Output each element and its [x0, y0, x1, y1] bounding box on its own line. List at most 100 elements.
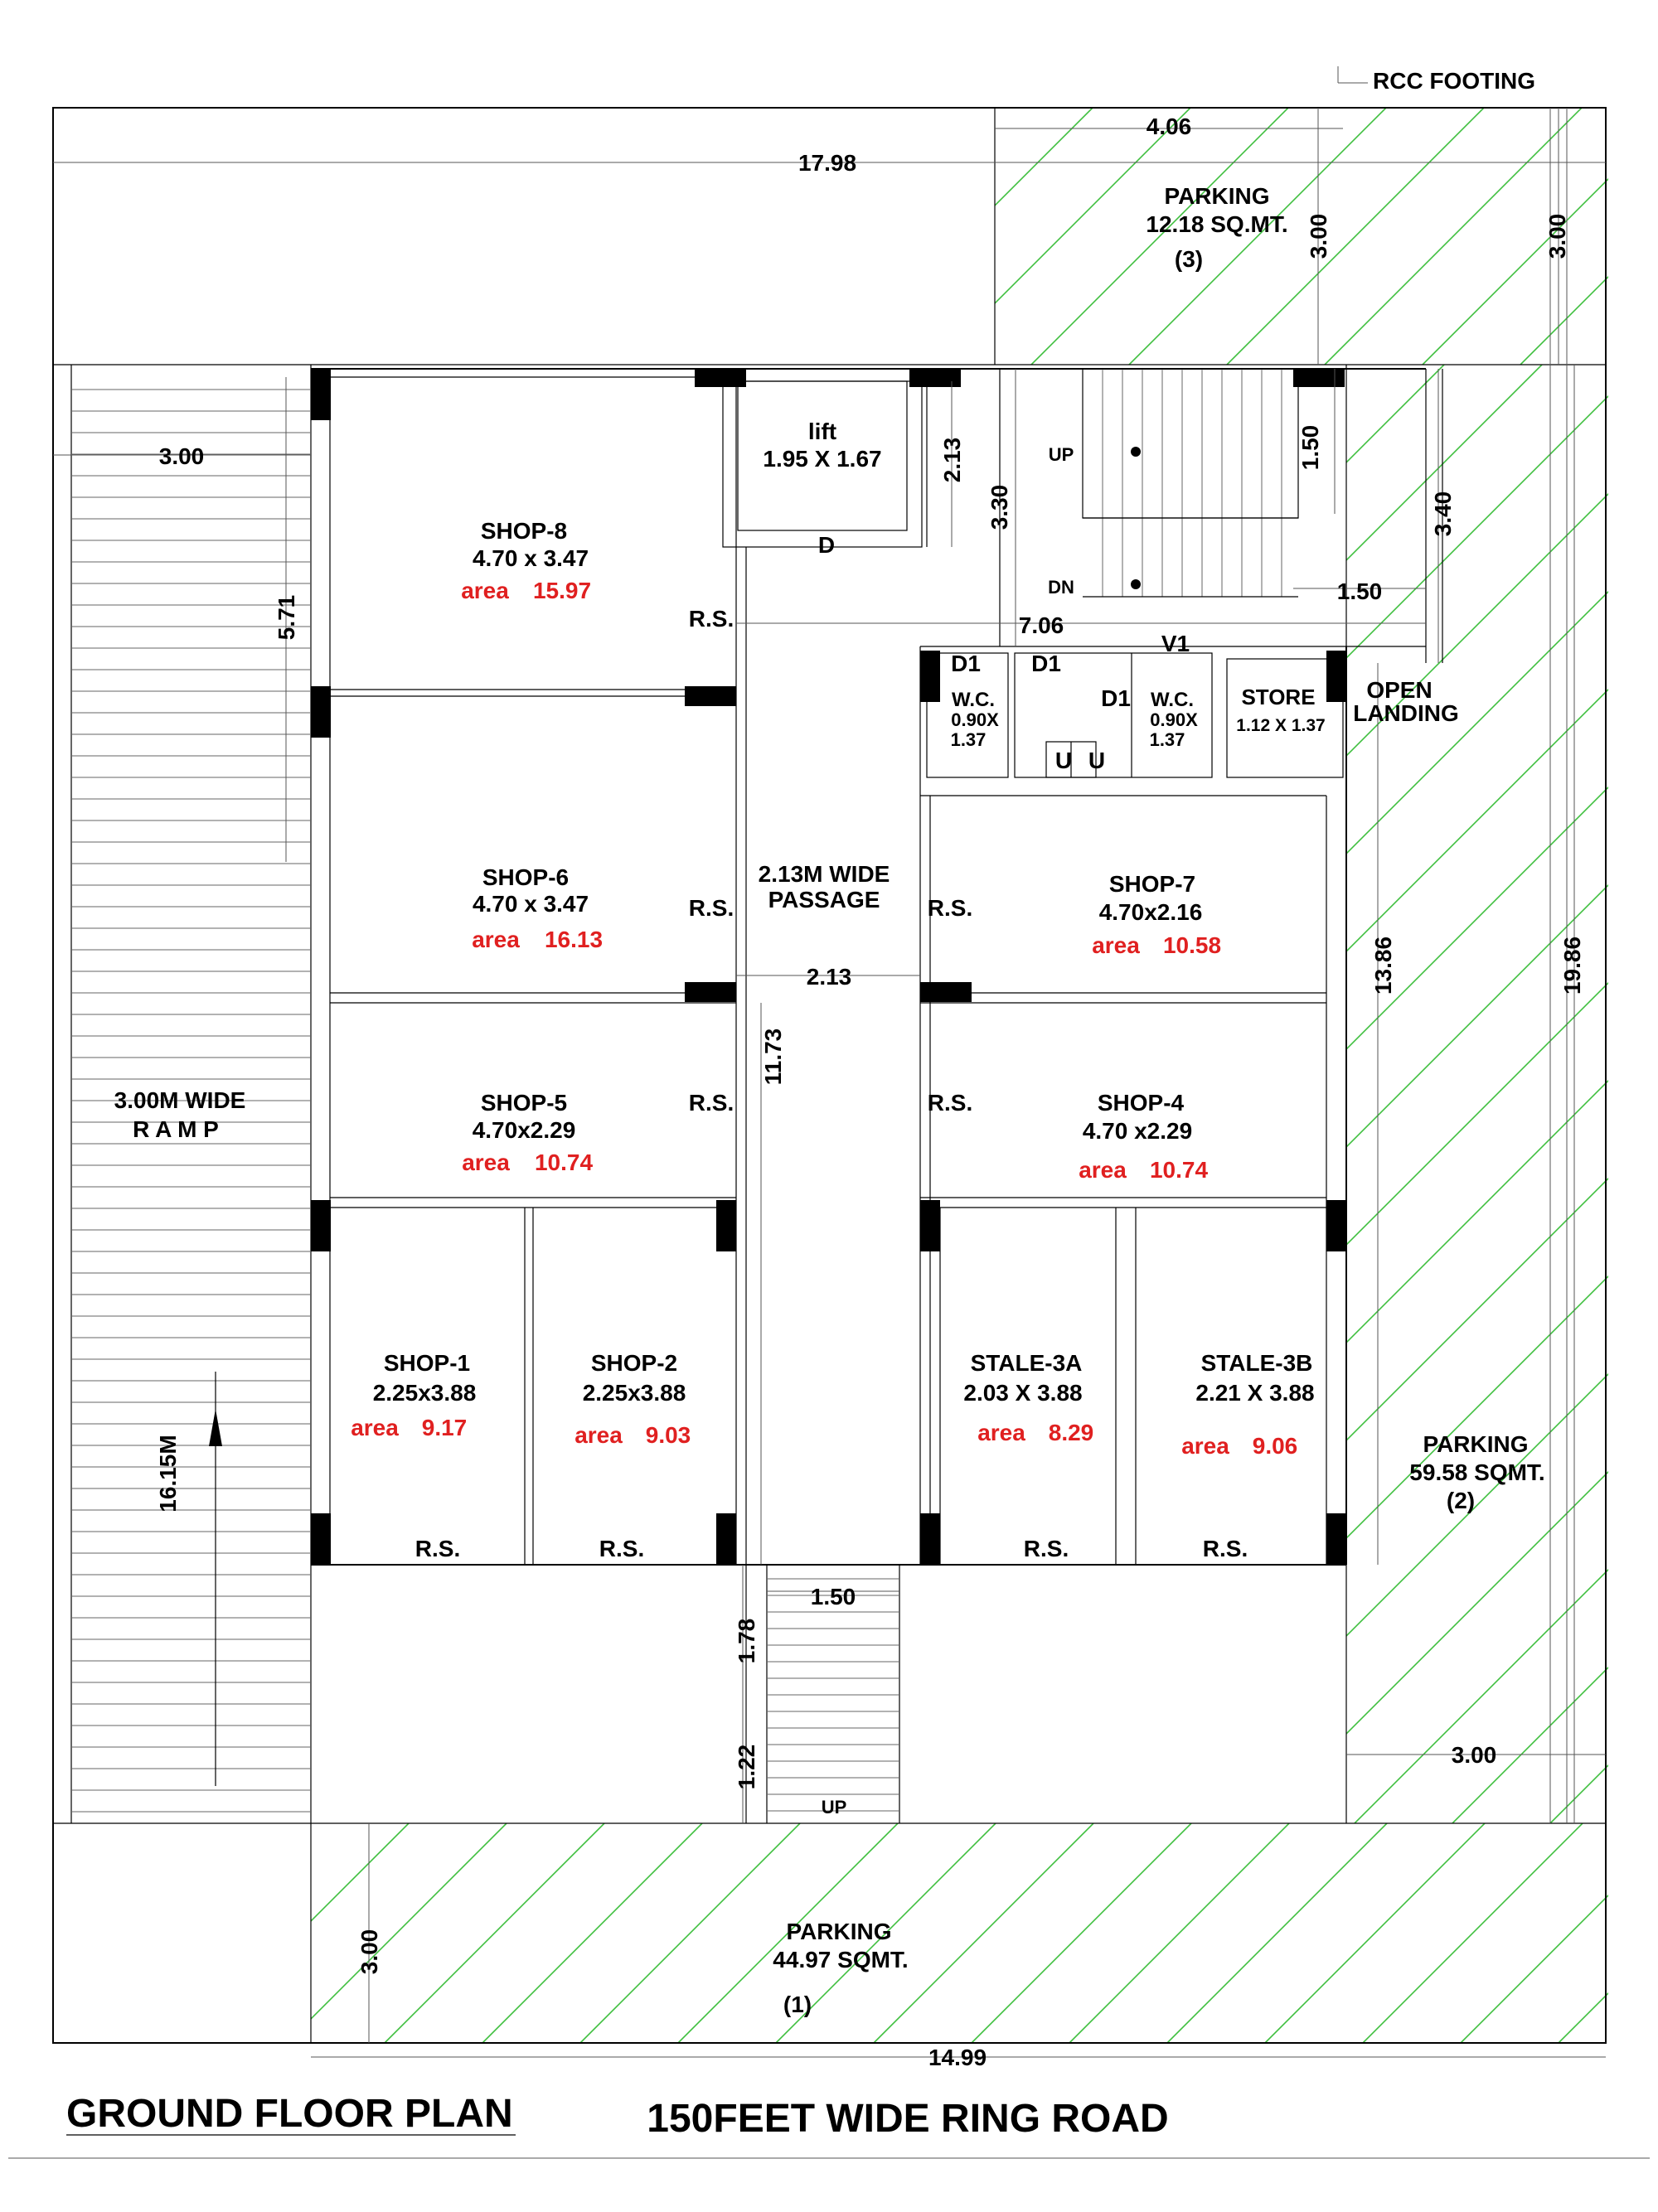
ramp-line1: 3.00M WIDE [114, 1087, 246, 1113]
hatch-line [1618, 108, 1658, 365]
dimension-2-13-lift: 2.13 [939, 438, 965, 483]
wc1-door-label: D1 [951, 651, 981, 676]
dimension-1-50-steps: 1.50 [811, 1584, 856, 1609]
stale-3a-rs-label: R.S. [1024, 1536, 1069, 1561]
hatch-line [1069, 1823, 1290, 2043]
dimension-3-40: 3.40 [1430, 491, 1456, 537]
hatch-line [677, 1823, 899, 2043]
hatch-line [482, 1823, 703, 2043]
parking-3-area: 12.18 SQ.MT. [1146, 211, 1287, 237]
hatch-line [971, 1823, 1192, 2043]
hatch-line [1346, 981, 1608, 1246]
hatch-line [311, 1823, 312, 1825]
parking-3-hatch [995, 108, 1658, 365]
shop-4-size: 4.70 x2.29 [1083, 1118, 1192, 1144]
hatch-line [1558, 1992, 1608, 2043]
shop-1-rs-label: R.S. [415, 1536, 460, 1561]
dimension-2-13-passage: 2.13 [807, 964, 852, 990]
drawing-title: GROUND FLOOR PLAN [66, 2092, 513, 2136]
staircase [1102, 369, 1282, 597]
dimension-3-00-ramp: 3.00 [159, 443, 205, 469]
dimension-3-30: 3.30 [987, 485, 1012, 530]
front-steps [767, 1578, 899, 1812]
shop-1-area-label: area [351, 1415, 399, 1440]
lift-name: lift [808, 419, 836, 444]
ramp-arrow-icon [209, 1409, 222, 1446]
urinal-door-label: D1 [1031, 651, 1061, 676]
shop-8-area-value: 15.97 [533, 578, 591, 603]
hatch-line [1226, 108, 1485, 365]
dimension-3-00-parking3: 3.00 [1306, 214, 1331, 259]
dimension-5-71: 5.71 [274, 595, 299, 641]
shop-8-name: SHOP-8 [481, 518, 567, 544]
dimension-17-98: 17.98 [798, 150, 856, 176]
building-walls [311, 368, 1443, 1823]
hatch-line [1264, 1823, 1486, 2043]
shop-8-rs-label: R.S. [689, 606, 734, 632]
store-size: 1.12 X 1.37 [1236, 716, 1325, 735]
hatch-line [311, 1823, 507, 2021]
shop-2-rs-label: R.S. [599, 1536, 644, 1561]
hatch-line [1346, 883, 1608, 1149]
shop-2-size: 2.25x3.88 [583, 1380, 686, 1406]
rcc-footing-label: RCC FOOTING [1373, 68, 1535, 94]
dimension-14-99: 14.99 [928, 2045, 987, 2070]
dimension-3-00-parking2: 3.00 [1452, 1742, 1497, 1768]
wc2-width: 0.90X [1150, 709, 1198, 730]
stale-3a-area-value: 8.29 [1049, 1420, 1094, 1445]
stair-down-label: DN [1048, 577, 1074, 598]
hatch-line [1362, 1823, 1583, 2043]
hatch-line [1324, 108, 1583, 365]
shop-2-area-label: area [574, 1422, 623, 1448]
dimension-11-73: 11.73 [760, 1029, 786, 1086]
ramp [70, 365, 312, 1823]
dimension-19-86: 19.86 [1559, 937, 1585, 995]
dimension-7-06: 7.06 [1019, 612, 1064, 638]
open-landing-line1: OPEN [1366, 677, 1432, 703]
stale-3b-name: STALE-3B [1201, 1350, 1313, 1376]
shop-4-name: SHOP-4 [1098, 1090, 1185, 1116]
hatch-line [1460, 1894, 1608, 2043]
vent-label: V1 [1161, 631, 1190, 656]
shop-7-rs-label: R.S. [928, 895, 972, 921]
shop-8-area-label: area [461, 578, 509, 603]
shop-5-area-value: 10.74 [535, 1150, 593, 1175]
stair-up-dot-icon [1131, 447, 1141, 457]
lift-door-label: D [818, 532, 835, 558]
stale-3b-size: 2.21 X 3.88 [1195, 1380, 1314, 1406]
hatch-line [995, 108, 1093, 207]
hatch-line [775, 1823, 996, 2043]
hatch-line [873, 1823, 1094, 2043]
parking-2-hatch [1346, 365, 1608, 1823]
hatch-line [1346, 590, 1608, 855]
road-label: 150FEET WIDE RING ROAD [647, 2097, 1168, 2141]
stale-3a-name: STALE-3A [971, 1350, 1083, 1376]
shop-5-rs-label: R.S. [689, 1090, 734, 1116]
site-boundary [52, 107, 1607, 2044]
stale-3b-area-label: area [1181, 1433, 1229, 1459]
shop-1-name: SHOP-1 [384, 1350, 470, 1376]
dimension-4-06: 4.06 [1147, 114, 1192, 139]
wc1-width: 0.90X [951, 709, 999, 730]
dimension-3-00-right-top: 3.00 [1544, 214, 1570, 259]
hatch-line [995, 108, 996, 109]
stale-3a-area-label: area [977, 1420, 1025, 1445]
ramp-length: 16.15M [155, 1435, 181, 1512]
shop-4-area-label: area [1079, 1157, 1127, 1183]
hatch-line [1520, 275, 1608, 365]
shop-5-name: SHOP-5 [481, 1090, 567, 1116]
parking-1-name: PARKING [786, 1919, 891, 1944]
hatch-line [1452, 1666, 1608, 1823]
hatch-line [995, 108, 1191, 305]
hatch-line [1166, 1823, 1388, 2043]
stair-up-label: UP [1049, 444, 1074, 465]
hatch-line [384, 1823, 605, 2043]
shop-2-area-value: 9.03 [646, 1422, 691, 1448]
shop-7-area-label: area [1092, 932, 1140, 958]
parking-2-name: PARKING [1423, 1431, 1528, 1457]
shop-7-size: 4.70x2.16 [1099, 899, 1203, 925]
stale-3b-rs-label: R.S. [1203, 1536, 1248, 1561]
dimension-3-00-parking1: 3.00 [356, 1929, 382, 1975]
front-steps-up-label: UP [822, 1797, 847, 1818]
